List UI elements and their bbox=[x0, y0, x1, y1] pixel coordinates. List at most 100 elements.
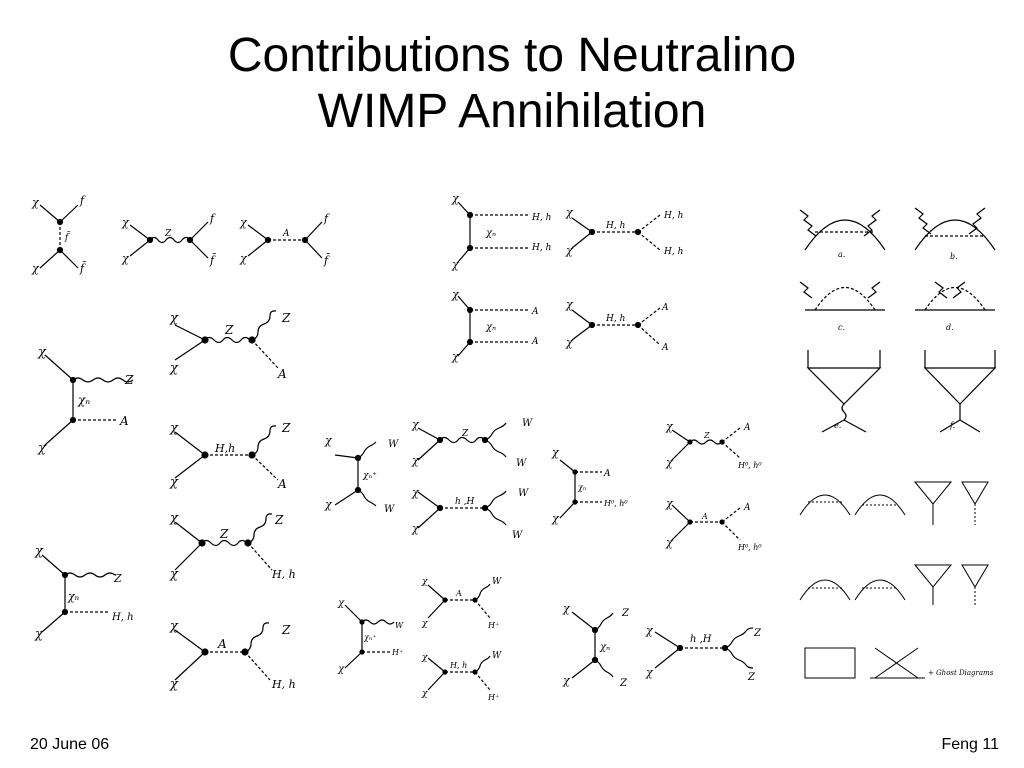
label-A: A bbox=[743, 423, 751, 433]
label-chi: χ bbox=[451, 288, 460, 301]
label-A: A bbox=[743, 503, 751, 513]
label-chi: χ bbox=[565, 336, 574, 349]
label-Hh: H, h bbox=[271, 678, 296, 691]
diagram-s-channel-A-to-WH bbox=[427, 583, 491, 619]
label-chi: χ bbox=[421, 577, 428, 587]
label-chi-n: χₙ bbox=[67, 590, 79, 603]
label-A: A bbox=[661, 303, 669, 313]
label-chi: χ bbox=[34, 627, 44, 642]
diagram-s-channel-Z-to-WW bbox=[417, 422, 507, 461]
label-chi: χ bbox=[411, 418, 420, 431]
label-chi: χ bbox=[562, 674, 571, 687]
label-chi: χ bbox=[645, 666, 654, 679]
label-Z: Z bbox=[621, 608, 630, 619]
label-Hplus: H⁺ bbox=[487, 621, 499, 630]
label-ghost-diagrams: + Ghost Diagrams bbox=[928, 669, 994, 677]
label-chi: χ bbox=[37, 441, 47, 456]
label-A: A bbox=[217, 637, 227, 651]
label-chi: χ bbox=[411, 454, 420, 467]
label-fbar: f̄ bbox=[323, 254, 331, 267]
label-A: A bbox=[603, 469, 611, 479]
label-Z: Z bbox=[461, 429, 469, 439]
label-Hh: H, h bbox=[605, 314, 625, 324]
label-chi: χ bbox=[169, 511, 179, 526]
label-H0h0: H⁰, h⁰ bbox=[737, 543, 762, 552]
label-c: c. bbox=[838, 323, 845, 332]
label-chi-n: χₙ bbox=[485, 228, 496, 239]
label-chi: χ bbox=[169, 311, 179, 326]
label-e: e. bbox=[834, 421, 841, 430]
label-ftilde: f̃ bbox=[64, 231, 70, 243]
label-chi: χ bbox=[551, 512, 560, 525]
diagram-s-channel-H-to-ZA bbox=[174, 425, 279, 481]
label-A: A bbox=[661, 343, 669, 353]
label-Hh: H, h bbox=[531, 213, 551, 223]
label-A: A bbox=[119, 414, 129, 428]
label-H0h0: H⁰, h⁰ bbox=[737, 461, 762, 470]
label-chi: χ bbox=[31, 196, 40, 209]
diagram-loop-f bbox=[923, 350, 997, 433]
label-b: b. bbox=[950, 252, 958, 261]
label-chi: χ bbox=[169, 567, 179, 582]
slide-title: Contributions to Neutralino WIMP Annihil… bbox=[0, 28, 1024, 140]
label-chi: χ bbox=[324, 498, 333, 511]
label-chi: χ bbox=[411, 486, 420, 499]
label-chi: χ bbox=[337, 664, 345, 675]
diagram-s-channel-A-to-AH bbox=[671, 504, 741, 541]
label-Hplus: H⁺ bbox=[391, 648, 403, 657]
label-chi: χ bbox=[169, 619, 179, 634]
label-Z: Z bbox=[281, 311, 291, 325]
label-Hplus: H⁺ bbox=[487, 693, 499, 702]
label-chi: χ bbox=[337, 598, 345, 609]
label-chi: χ bbox=[239, 216, 248, 229]
diagram-s-channel-H-to-ZZ bbox=[654, 627, 754, 669]
diagram-s-channel-Z-to-ff bbox=[129, 221, 209, 259]
diagram-t-channel-ZA bbox=[44, 354, 134, 446]
label-chi: χ bbox=[169, 475, 179, 490]
label-chi: χ bbox=[565, 206, 574, 219]
label-Z: Z bbox=[124, 373, 134, 387]
label-chi: χ bbox=[421, 619, 428, 629]
label-hH: h ,H bbox=[455, 497, 475, 507]
diagram-t-channel-ZH bbox=[41, 554, 116, 633]
label-Z: Z bbox=[224, 323, 234, 337]
label-Z: Z bbox=[703, 431, 710, 440]
label-A: A bbox=[277, 367, 287, 381]
label-Z: Z bbox=[747, 672, 756, 683]
label-chi: χ bbox=[451, 350, 460, 363]
label-chi: χ bbox=[421, 653, 428, 663]
diagram-s-channel-H-to-WW bbox=[417, 490, 507, 529]
label-chi-n: χₙ bbox=[485, 322, 496, 333]
label-chi: χ bbox=[37, 345, 47, 360]
diagram-t-channel-AH bbox=[559, 459, 602, 519]
label-W: W bbox=[492, 651, 502, 661]
label-Z: Z bbox=[164, 229, 172, 239]
label-chi: χ bbox=[169, 421, 179, 436]
label-W: W bbox=[522, 418, 533, 429]
label-Z: Z bbox=[281, 421, 291, 435]
label-chi: χ bbox=[31, 262, 40, 275]
diagram-t-channel-HH bbox=[457, 201, 530, 263]
label-chi: χ bbox=[645, 624, 654, 637]
diagram-s-channel-Z-to-AH bbox=[671, 427, 741, 461]
label-A: A bbox=[531, 307, 539, 317]
label-chi: χ bbox=[121, 252, 130, 265]
diagram-t-channel-WW bbox=[334, 441, 377, 507]
label-chi: χ bbox=[565, 298, 574, 311]
label-chi: χ bbox=[665, 536, 674, 549]
label-f: f bbox=[323, 212, 330, 225]
diagram-loop-a bbox=[799, 209, 886, 251]
label-Z: Z bbox=[753, 628, 762, 639]
title-line-1: Contributions to Neutralino bbox=[227, 29, 797, 82]
diagram-loop-c bbox=[799, 281, 885, 311]
label-Hh: H, h bbox=[111, 612, 134, 623]
label-chi: χ bbox=[411, 522, 420, 535]
footer-author: Feng 11 bbox=[941, 736, 999, 753]
label-f-loop: f. bbox=[949, 421, 955, 430]
label-A: A bbox=[701, 512, 708, 521]
label-Z: Z bbox=[274, 513, 284, 527]
label-chi-n: χₙ bbox=[577, 483, 586, 492]
diagram-t-channel-AA bbox=[457, 295, 530, 357]
label-Z: Z bbox=[619, 678, 628, 689]
